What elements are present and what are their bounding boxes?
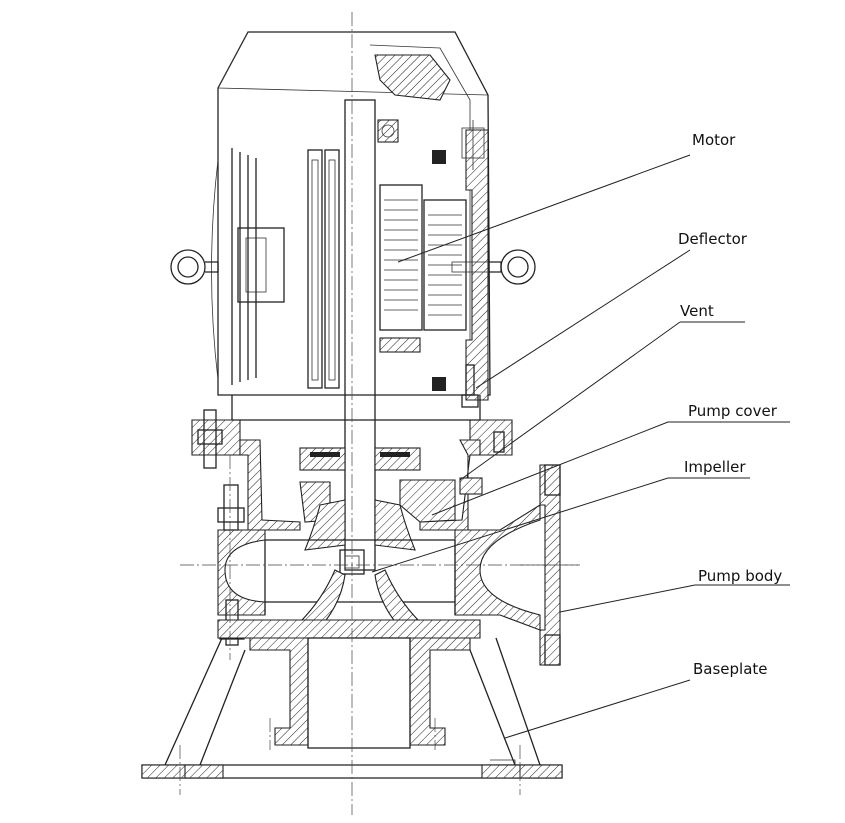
label-pump-cover: Pump cover	[688, 402, 778, 420]
baseplate	[141, 637, 563, 779]
label-impeller: Impeller	[684, 458, 746, 476]
label-pump-body: Pump body	[698, 567, 782, 585]
motor-assembly	[170, 31, 536, 571]
label-baseplate: Baseplate	[693, 660, 768, 678]
labels: Motor Deflector Vent Pump cover Impeller…	[678, 131, 782, 678]
label-vent: Vent	[680, 302, 714, 320]
label-motor: Motor	[692, 131, 736, 149]
leader-lines	[371, 154, 790, 739]
label-deflector: Deflector	[678, 230, 748, 248]
impeller	[304, 499, 416, 575]
center-lines	[179, 12, 580, 815]
